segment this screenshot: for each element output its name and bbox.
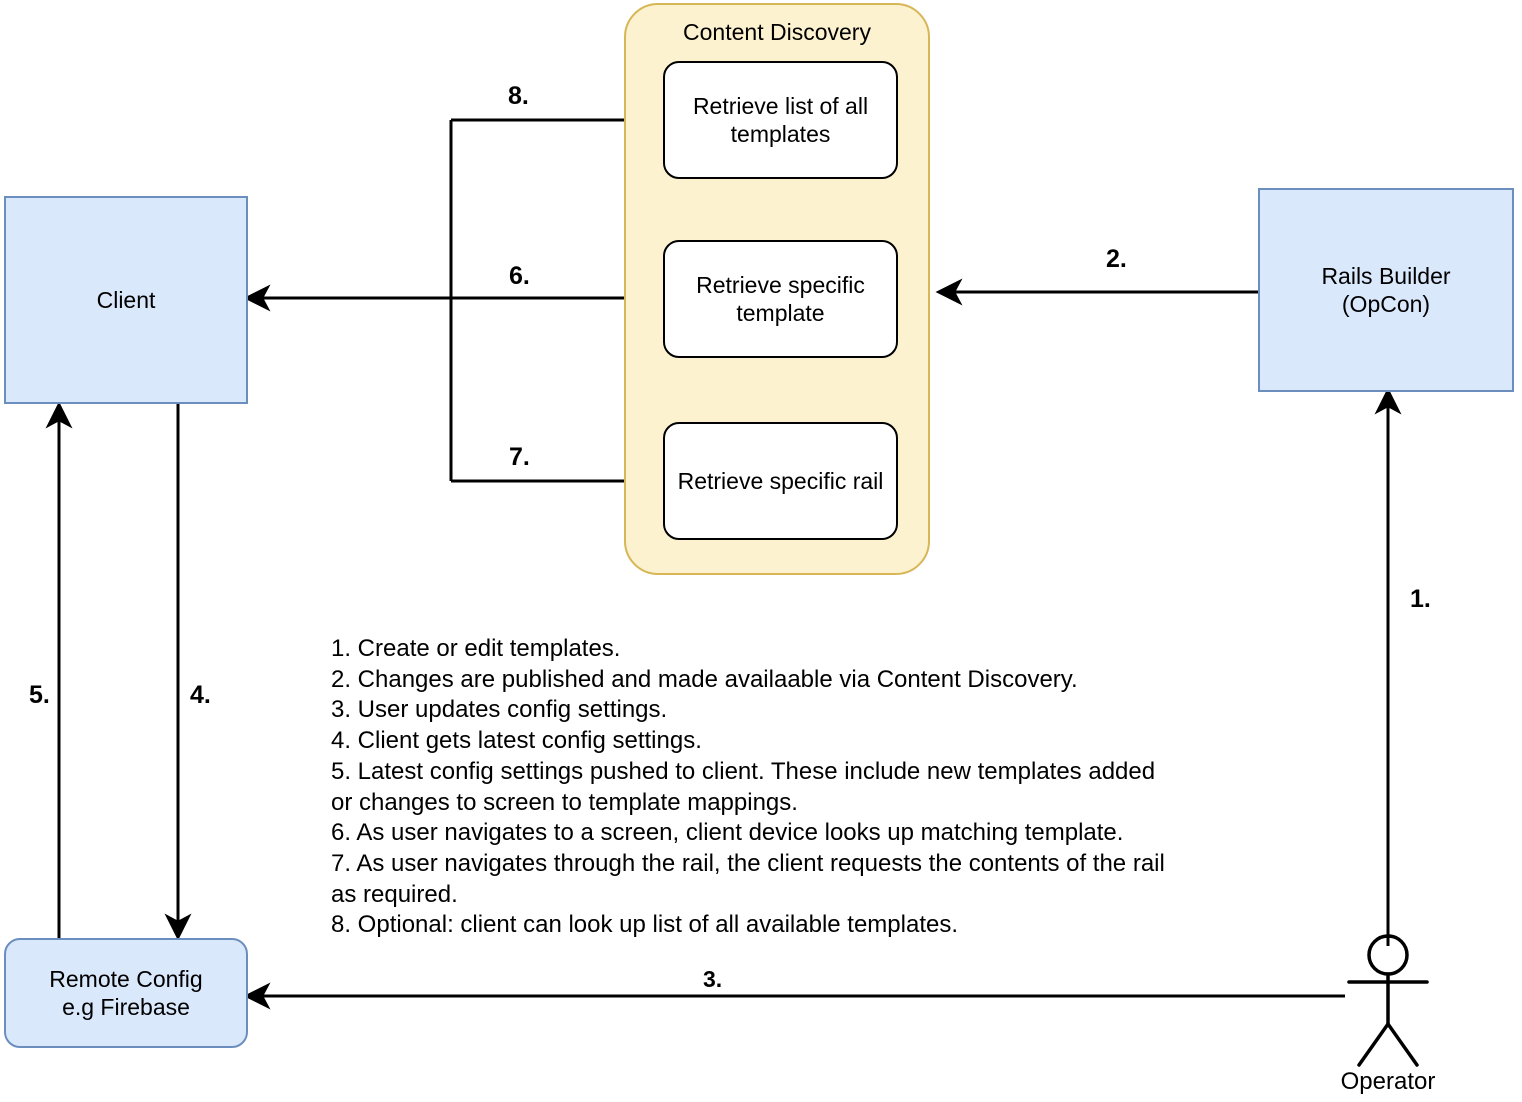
edge-label-4: 4. bbox=[190, 681, 211, 709]
node-client-label: Client bbox=[96, 286, 156, 313]
box-retrieve-specific-template-label: Retrieve specific template bbox=[696, 271, 865, 326]
edge-label-1: 1. bbox=[1410, 585, 1431, 613]
node-remote-config-label: Remote Config e.g Firebase bbox=[49, 965, 203, 1020]
box-retrieve-specific-template[interactable]: Retrieve specific template bbox=[663, 240, 898, 358]
edge-label-7: 7. bbox=[509, 443, 530, 471]
node-operator-label: Operator bbox=[1340, 1068, 1436, 1095]
box-retrieve-specific-rail[interactable]: Retrieve specific rail bbox=[663, 422, 898, 540]
edge-label-3: 3. bbox=[703, 966, 723, 992]
node-client[interactable]: Client bbox=[4, 196, 248, 404]
node-rails-builder[interactable]: Rails Builder (OpCon) bbox=[1258, 188, 1514, 392]
edge-label-8: 8. bbox=[508, 82, 529, 110]
operator-icon bbox=[1347, 934, 1429, 1067]
edge-label-6: 6. bbox=[509, 262, 530, 290]
node-rails-builder-label: Rails Builder (OpCon) bbox=[1321, 262, 1451, 317]
group-content-discovery-title: Content Discovery bbox=[683, 19, 871, 45]
box-retrieve-list-of-all-templates[interactable]: Retrieve list of all templates bbox=[663, 61, 898, 179]
node-remote-config[interactable]: Remote Config e.g Firebase bbox=[4, 938, 248, 1048]
edge-label-2: 2. bbox=[1106, 245, 1127, 273]
box-retrieve-list-of-all-templates-label: Retrieve list of all templates bbox=[692, 92, 869, 147]
box-retrieve-specific-rail-label: Retrieve specific rail bbox=[677, 467, 884, 494]
steps-legend: 1. Create or edit templates. 2. Changes … bbox=[331, 635, 1165, 939]
edge-label-5: 5. bbox=[29, 681, 50, 709]
